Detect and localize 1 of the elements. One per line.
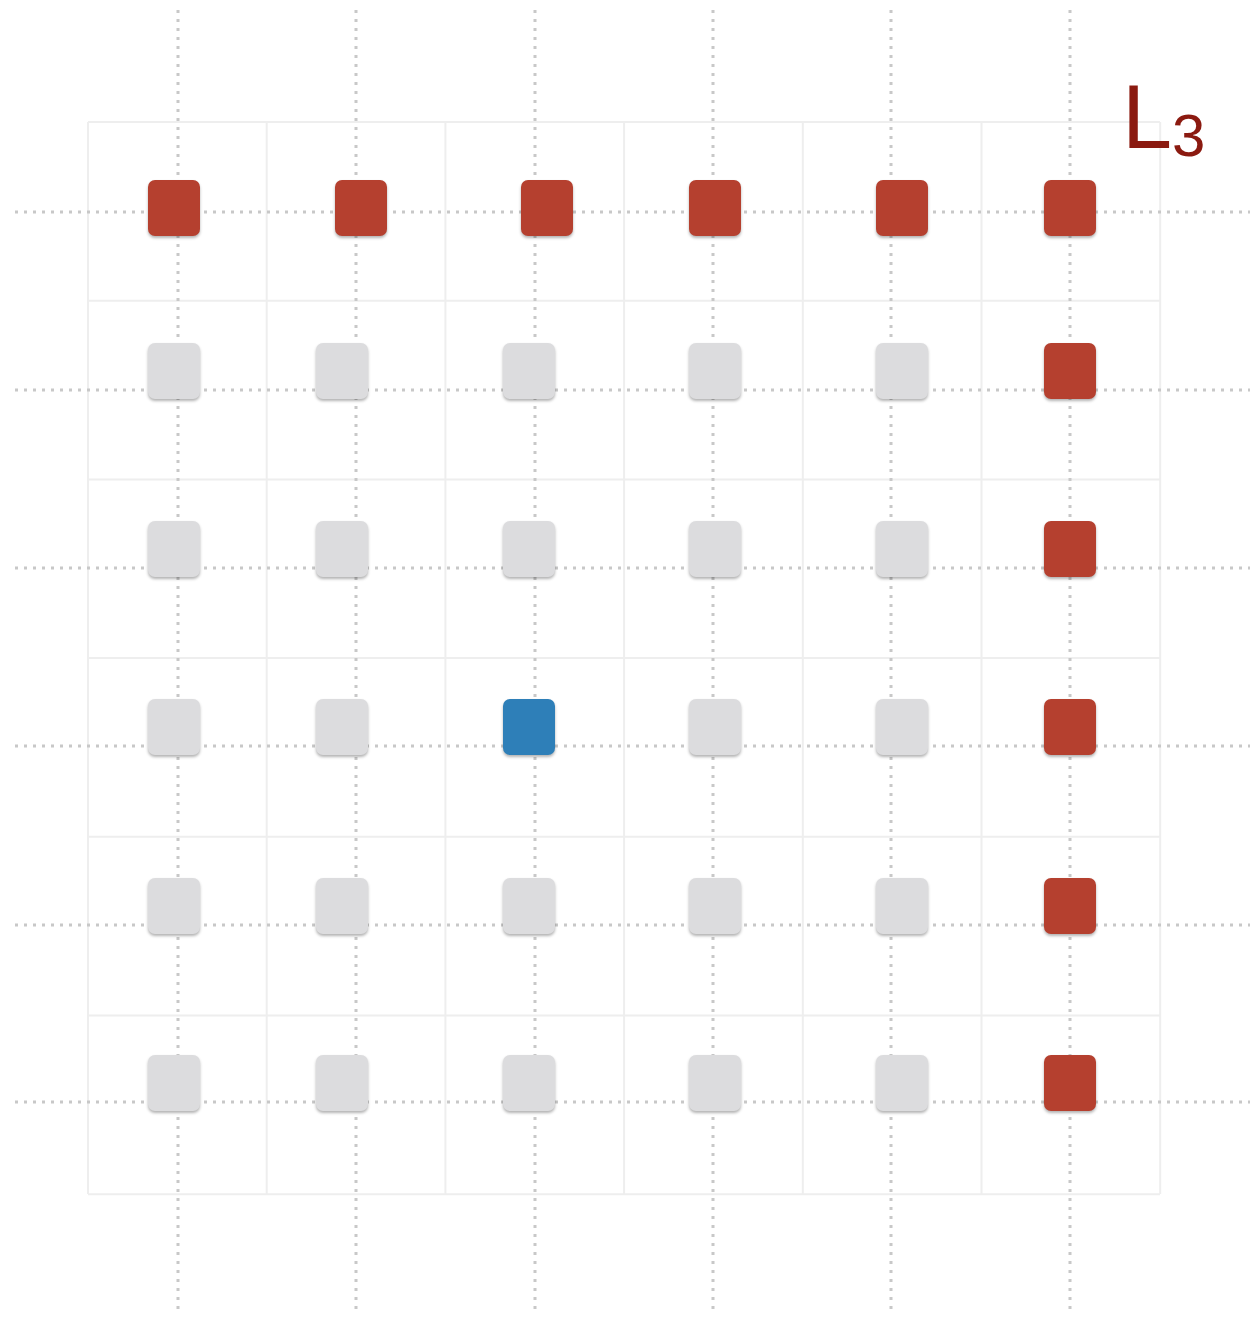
layer-label: L$_{3}$ [1122, 72, 1206, 166]
